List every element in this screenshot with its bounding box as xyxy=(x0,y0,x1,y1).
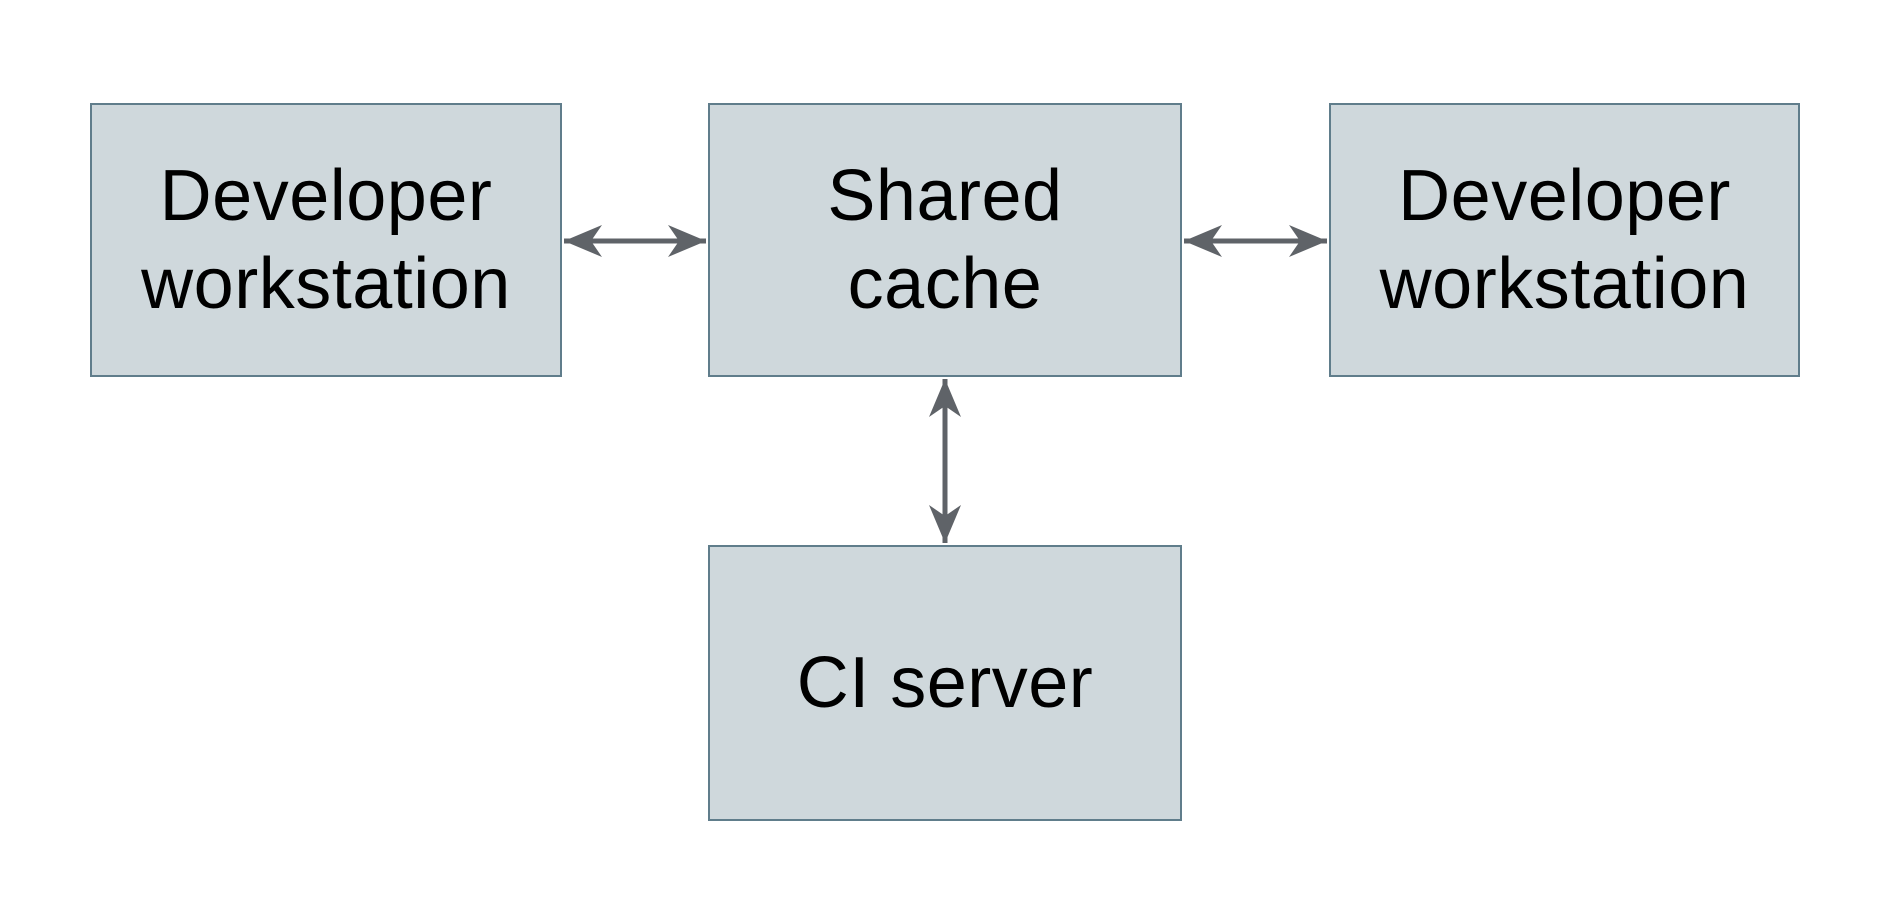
node-shared-cache: Shared cache xyxy=(708,103,1182,377)
node-ci-server: CI server xyxy=(708,545,1182,821)
node-developer-workstation-right: Developer workstation xyxy=(1329,103,1800,377)
node-label-shared-cache: Shared cache xyxy=(827,156,1063,324)
node-label-developer-workstation-right: Developer workstation xyxy=(1379,156,1750,324)
node-developer-workstation-left: Developer workstation xyxy=(90,103,562,377)
node-label-ci-server: CI server xyxy=(796,643,1094,723)
node-label-developer-workstation-left: Developer workstation xyxy=(141,156,511,324)
